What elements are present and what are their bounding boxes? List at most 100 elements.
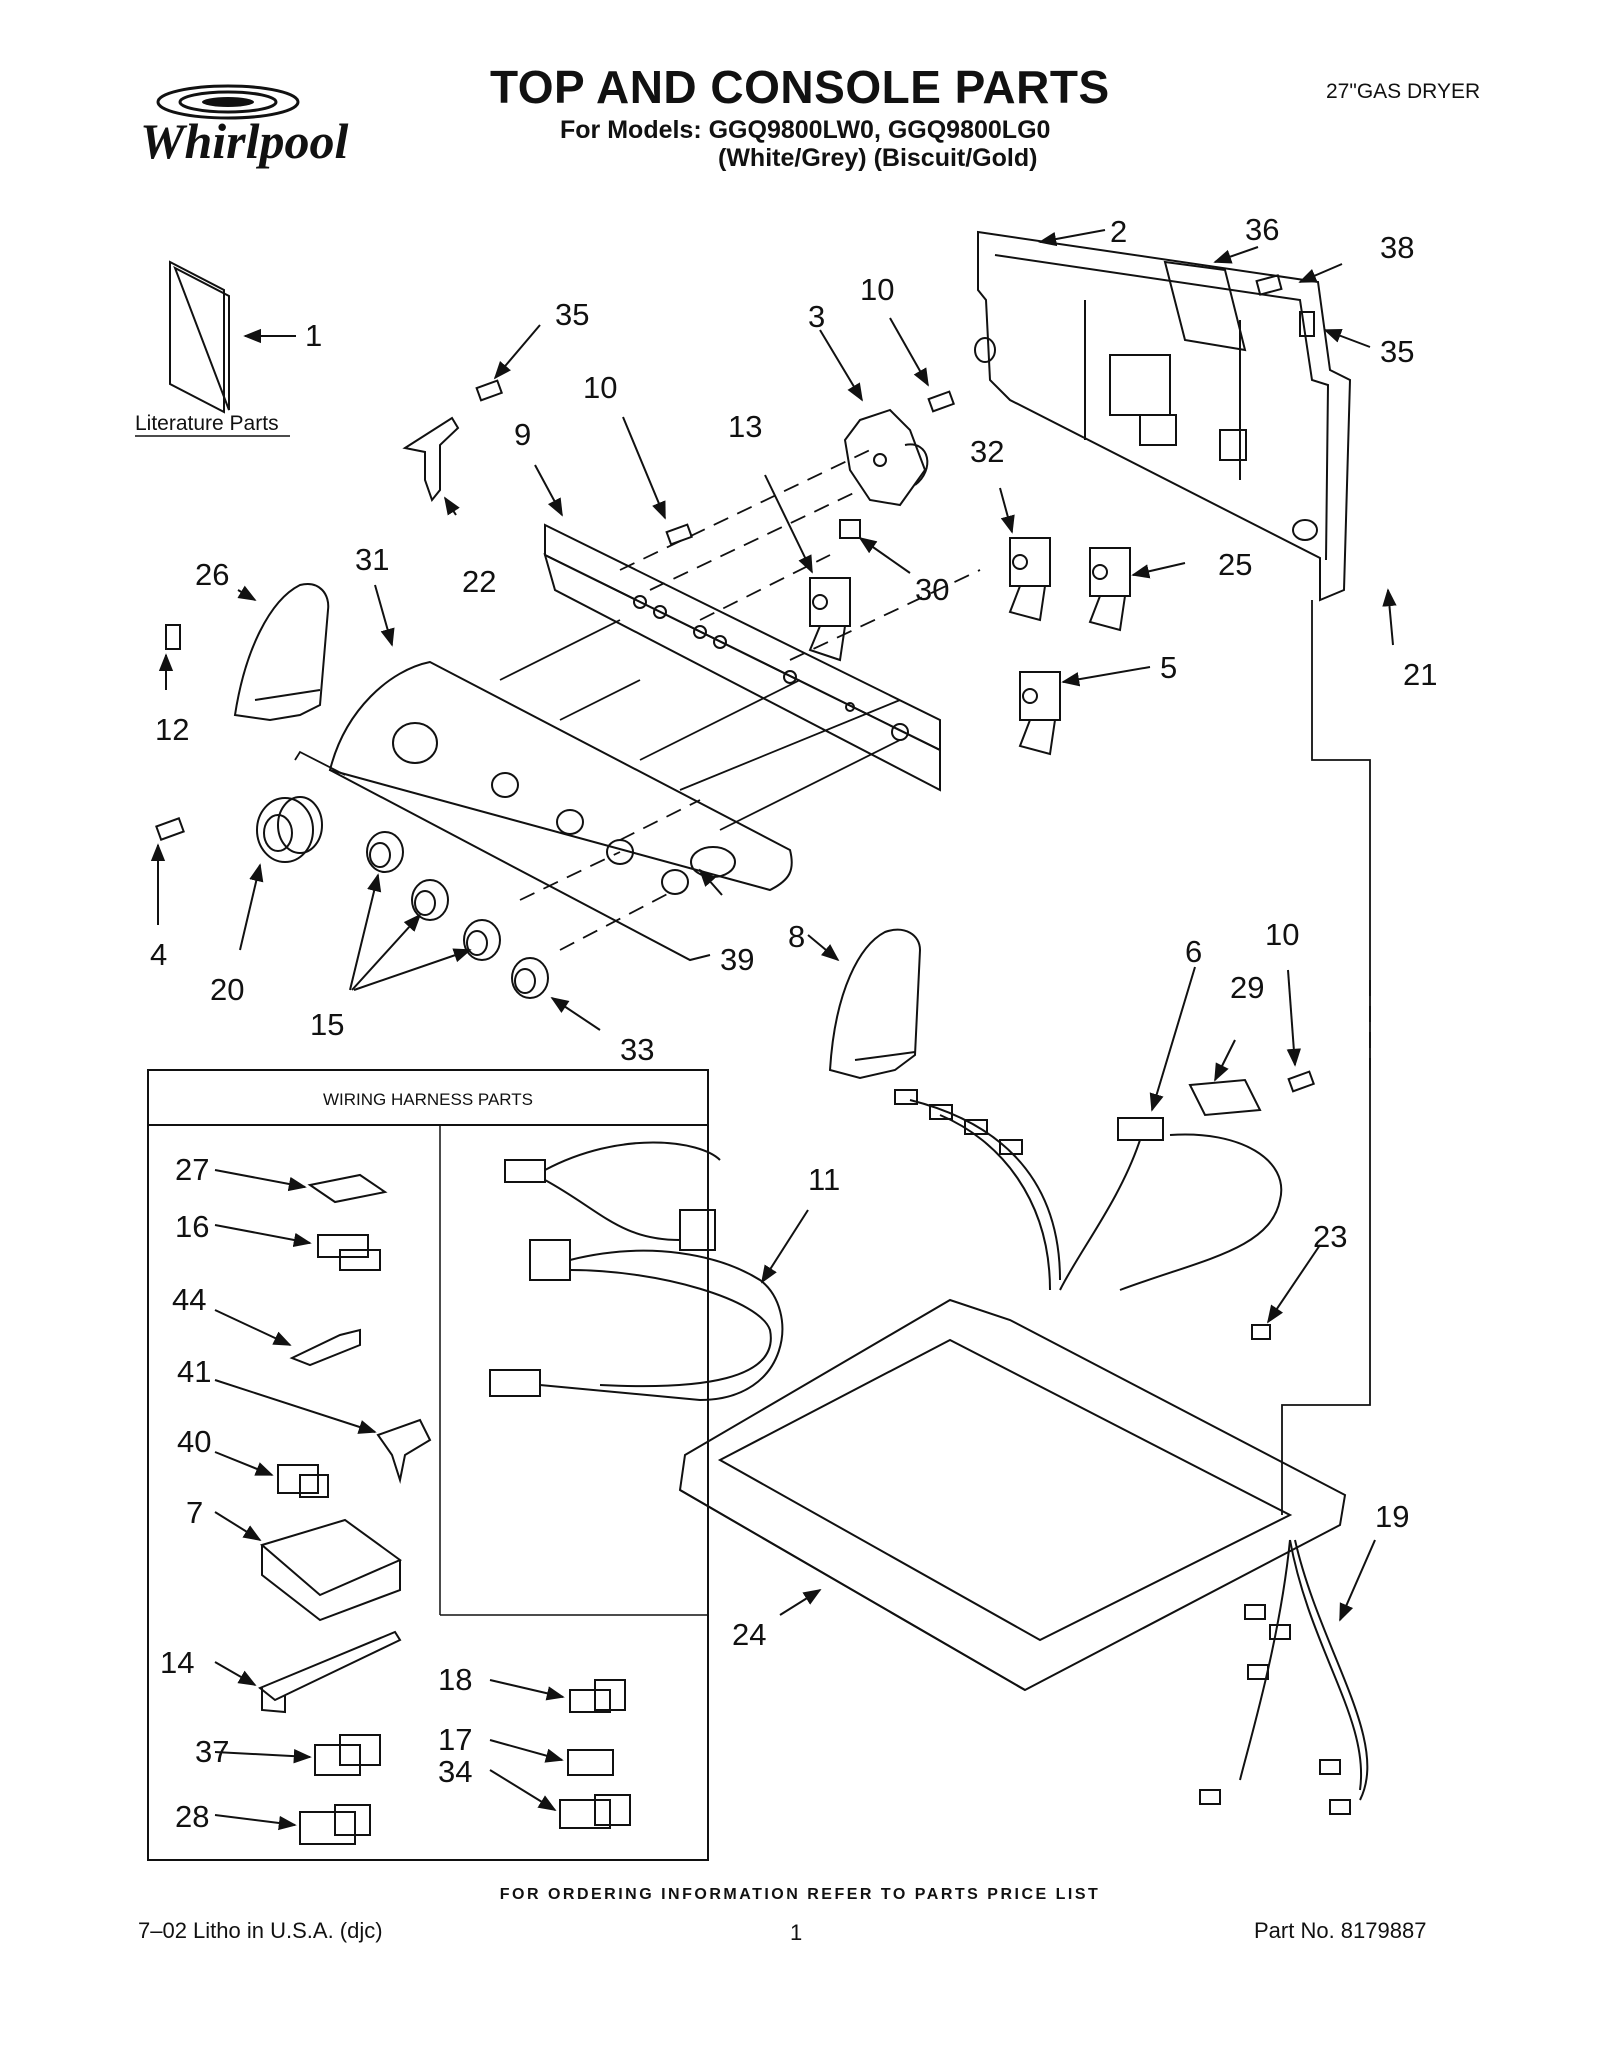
callout-33: 33	[620, 1032, 654, 1067]
knob-15a	[366, 831, 404, 873]
screw-10-channel	[665, 523, 694, 546]
callout-19: 19	[1375, 1499, 1409, 1534]
callout-39: 39	[720, 942, 754, 977]
screw-35-right	[1299, 311, 1315, 337]
callout-27: 27	[175, 1152, 209, 1187]
callout-26: 26	[195, 557, 229, 592]
callout-7: 7	[186, 1495, 203, 1530]
callout-22: 22	[462, 564, 496, 599]
bracket-36	[1163, 260, 1247, 352]
literature-parts-label: Literature Parts	[135, 412, 279, 435]
connector-34	[559, 1794, 631, 1829]
callout-10c: 10	[1265, 917, 1299, 952]
connector-17	[567, 1749, 614, 1776]
callout-28: 28	[175, 1799, 209, 1834]
page-number: 1	[790, 1920, 803, 1945]
bracket-22	[402, 416, 460, 503]
callout-23: 23	[1313, 1219, 1347, 1254]
literature-booklet	[169, 260, 230, 414]
end-cap-26	[233, 583, 330, 722]
screw-38	[1255, 274, 1283, 296]
whirlpool-logo: Whirlpool	[140, 84, 349, 169]
callout-5: 5	[1160, 650, 1177, 685]
callout-41: 41	[177, 1354, 211, 1389]
callout-11: 11	[808, 1162, 840, 1197]
callout-17: 17	[438, 1722, 472, 1757]
callout-4: 4	[150, 937, 167, 972]
callout-20: 20	[210, 972, 244, 1007]
callout-3: 3	[808, 299, 825, 334]
screw-4	[155, 817, 185, 841]
clip-41	[376, 1418, 432, 1484]
callout-24: 24	[732, 1617, 766, 1652]
switch-25	[1088, 547, 1131, 632]
knob-33	[511, 957, 549, 999]
callout-44: 44	[172, 1282, 206, 1317]
callout-35-right: 35	[1380, 334, 1414, 369]
callout-12: 12	[155, 712, 189, 747]
part-number: Part No. 8179887	[1254, 1918, 1427, 1943]
svg-text:Whirlpool: Whirlpool	[140, 113, 349, 169]
callout-13: 13	[728, 409, 762, 444]
litho-note: 7–02 Litho in U.S.A. (djc)	[138, 1918, 383, 1943]
callout-30: 30	[915, 572, 949, 607]
control-console	[328, 660, 793, 962]
connector-7	[259, 1518, 402, 1622]
callout-16: 16	[175, 1209, 209, 1244]
rear-console-panel	[974, 230, 1352, 602]
callout-1: 1	[305, 318, 322, 353]
callout-14: 14	[160, 1645, 194, 1680]
product-type: 27"GAS DRYER	[1326, 80, 1481, 103]
connector-40	[277, 1464, 329, 1498]
connector-28	[299, 1804, 371, 1845]
wiring-harness-11	[489, 1141, 784, 1402]
control-switch	[843, 408, 929, 507]
switch-5	[1018, 671, 1061, 756]
callout-31: 31	[355, 542, 389, 577]
connector-37	[314, 1734, 381, 1776]
callout-32: 32	[970, 434, 1004, 469]
callout-21: 21	[1403, 657, 1437, 692]
wiring-harness-6	[894, 1089, 1283, 1291]
end-cap-8	[828, 928, 922, 1080]
callout-34: 34	[438, 1754, 472, 1789]
callout-8: 8	[788, 919, 805, 954]
callout-35-left: 35	[555, 297, 589, 332]
colors-line: (White/Grey) (Biscuit/Gold)	[718, 144, 1038, 172]
screw-10-board	[1287, 1070, 1316, 1093]
dryer-top-panel	[678, 1298, 1347, 1692]
knob-15c	[463, 919, 501, 961]
callout-2: 2	[1110, 214, 1127, 249]
callout-37: 37	[195, 1734, 229, 1769]
callout-6: 6	[1185, 934, 1202, 969]
callout-9: 9	[514, 417, 531, 452]
control-board-29	[1188, 1078, 1262, 1117]
callout-18: 18	[438, 1662, 472, 1697]
callout-40: 40	[177, 1424, 211, 1459]
callout-15: 15	[310, 1007, 344, 1042]
switch-13	[808, 577, 851, 662]
callout-10a: 10	[860, 272, 894, 307]
clip-23	[1251, 1324, 1271, 1340]
knob-30	[839, 519, 861, 539]
wiring-parts-box	[147, 1069, 709, 1861]
switch-32	[1008, 537, 1051, 622]
screw-10-top	[927, 390, 956, 413]
wiring-harness-19	[1199, 1539, 1369, 1815]
screw-12	[165, 624, 181, 650]
callout-29: 29	[1230, 970, 1264, 1005]
callout-38: 38	[1380, 230, 1414, 265]
page-title: TOP AND CONSOLE PARTS	[490, 61, 1110, 113]
connector-16	[317, 1234, 381, 1271]
knob-15b	[411, 879, 449, 921]
timer-knob	[256, 796, 323, 863]
callout-36: 36	[1245, 212, 1279, 247]
screw-35-left	[475, 379, 504, 402]
connector-18	[569, 1679, 626, 1713]
callout-25: 25	[1218, 547, 1252, 582]
cable-tie-14	[258, 1630, 402, 1714]
terminal-44	[289, 1328, 361, 1367]
connector-27	[307, 1173, 388, 1204]
models-line: For Models: GGQ9800LW0, GGQ9800LG0	[560, 116, 1051, 144]
